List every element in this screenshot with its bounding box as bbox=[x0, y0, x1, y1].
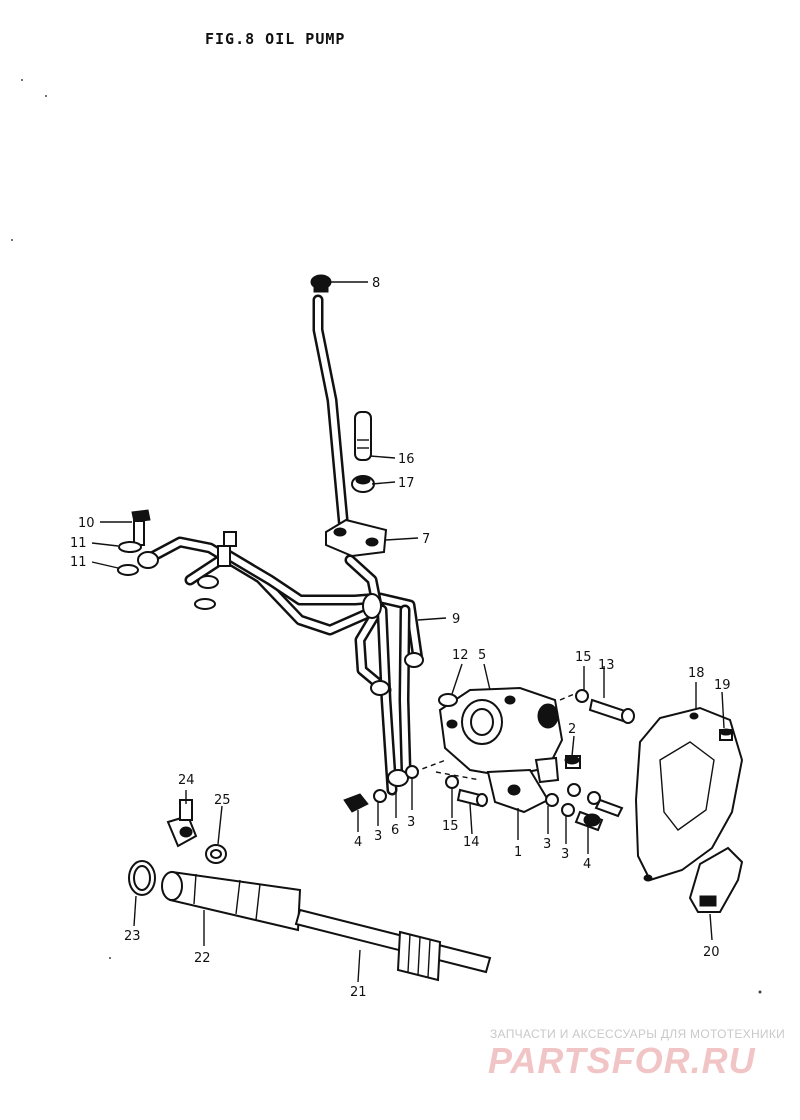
callout-1: 1 bbox=[514, 845, 522, 860]
part-5-pump-body bbox=[438, 686, 564, 814]
callout-8: 8 bbox=[372, 276, 380, 291]
callout-labels: 8 16 17 7 9 10 11 11 12 5 15 13 2 18 19 … bbox=[70, 276, 731, 1000]
part-11-washers bbox=[117, 541, 159, 576]
right-bolts-washers bbox=[545, 783, 624, 832]
callout-3-left-b: 3 bbox=[407, 815, 415, 830]
callout-5: 5 bbox=[478, 648, 486, 663]
callout-3-right-b: 3 bbox=[561, 847, 569, 862]
part-2-screw bbox=[564, 755, 581, 769]
callout-14: 14 bbox=[463, 835, 480, 850]
part-13-bolt bbox=[588, 698, 635, 724]
part-20-clip bbox=[688, 846, 744, 913]
leader-lines bbox=[91, 281, 725, 983]
part-12-gasket bbox=[438, 693, 458, 707]
callout-12: 12 bbox=[452, 648, 469, 663]
part-17-nut bbox=[351, 475, 375, 493]
part-18-cover bbox=[634, 706, 744, 882]
part-15-washer-lower bbox=[445, 775, 459, 789]
callout-21: 21 bbox=[350, 985, 367, 1000]
watermark-logo: PARTSFOR.RU bbox=[488, 1040, 756, 1081]
part-7-clamp bbox=[325, 518, 388, 558]
callout-15-upper: 15 bbox=[575, 650, 592, 665]
callout-20: 20 bbox=[703, 945, 720, 960]
callout-3-left-a: 3 bbox=[374, 829, 382, 844]
callout-25: 25 bbox=[214, 793, 231, 808]
part-23-o-ring bbox=[128, 860, 156, 896]
part-22-shaft-housing bbox=[161, 870, 302, 932]
part-16-stud bbox=[354, 411, 372, 461]
scan-specks bbox=[11, 79, 762, 994]
callout-17: 17 bbox=[398, 476, 415, 491]
callout-10: 10 bbox=[78, 516, 95, 531]
part-8-cap bbox=[310, 274, 332, 293]
feed-pipe bbox=[312, 294, 350, 536]
callout-19: 19 bbox=[714, 678, 731, 693]
callout-15-lower: 15 bbox=[442, 819, 459, 834]
callout-24: 24 bbox=[178, 773, 195, 788]
callout-9: 9 bbox=[452, 612, 460, 627]
callout-2: 2 bbox=[568, 722, 576, 737]
part-9-oil-lines bbox=[144, 536, 424, 796]
callout-6: 6 bbox=[391, 823, 399, 838]
part-24-fitting bbox=[166, 799, 198, 848]
part-15-washer-upper bbox=[575, 689, 589, 703]
part-25-washer bbox=[205, 844, 227, 864]
callout-18: 18 bbox=[688, 666, 705, 681]
callout-22: 22 bbox=[194, 951, 211, 966]
watermark-tagline: ЗАПЧАСТИ И АКСЕССУАРЫ ДЛЯ МОТОТЕХНИКИ bbox=[490, 1027, 786, 1041]
figure-title: FIG.8 OIL PUMP bbox=[205, 30, 346, 48]
callout-11-lower: 11 bbox=[70, 555, 87, 570]
callout-4-left: 4 bbox=[354, 835, 362, 850]
callout-4-right: 4 bbox=[583, 857, 591, 872]
part-14-bolt bbox=[456, 788, 488, 808]
callout-16: 16 bbox=[398, 452, 415, 467]
callout-3-right-a: 3 bbox=[543, 837, 551, 852]
left-bolt-washer bbox=[343, 765, 419, 813]
callout-7: 7 bbox=[422, 532, 430, 547]
callout-23: 23 bbox=[124, 929, 141, 944]
part-19-screw bbox=[719, 728, 733, 741]
callout-13: 13 bbox=[598, 658, 615, 673]
part-21-drive-shaft bbox=[294, 908, 492, 982]
callout-11-upper: 11 bbox=[70, 536, 87, 551]
